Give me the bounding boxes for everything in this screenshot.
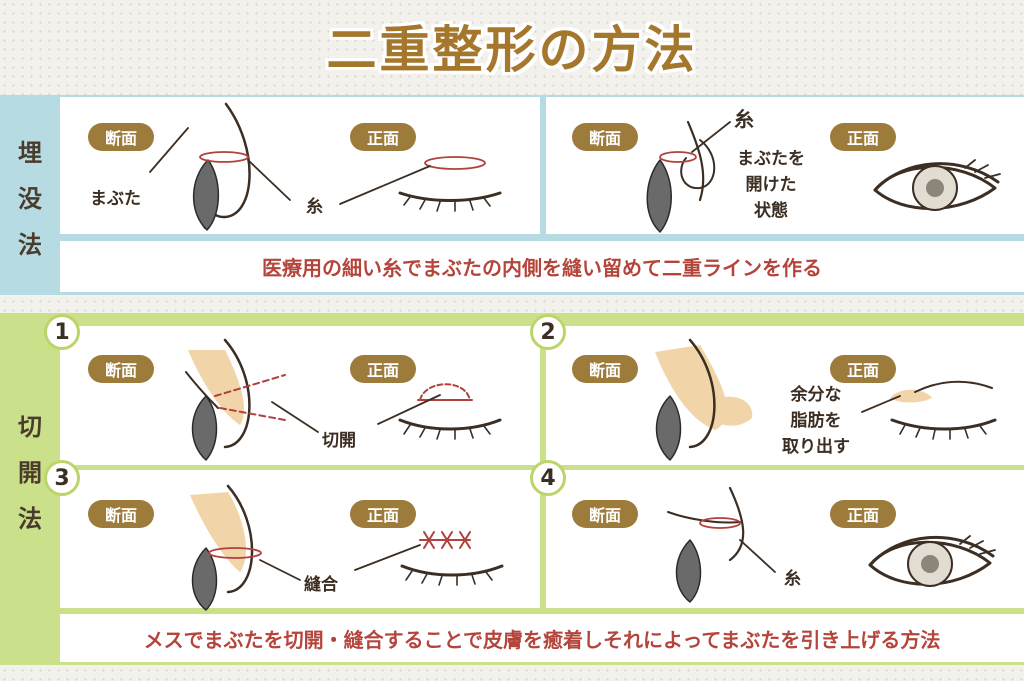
fat-removal-section-icon [655, 338, 753, 461]
front-label-pill: 正面 [830, 500, 896, 528]
final-front-eye-icon [868, 535, 996, 587]
cross-section-eye-icon [149, 102, 291, 231]
final-thread-section-icon [667, 486, 776, 603]
step-number-1: 1 [44, 314, 80, 350]
page-title: 二重整形の方法 [326, 21, 698, 79]
incision-description: メスでまぶたを切開・縫合することで皮膚を癒着しそれによってまぶたを引き上げる方法 [60, 614, 1024, 662]
burial-panel-1 [60, 97, 540, 234]
step-number-4: 4 [530, 460, 566, 496]
suture-front-eye-icon [354, 531, 504, 586]
open-eyelid-section-icon [646, 120, 731, 233]
section-label-pill: 断面 [572, 123, 638, 151]
thread-label: 糸 [734, 107, 754, 131]
front-label-pill: 正面 [830, 123, 896, 151]
front-label-pill: 正面 [350, 355, 416, 383]
step-number-2: 2 [530, 314, 566, 350]
burial-panel-2 [546, 97, 1024, 234]
section-label-pill: 断面 [88, 355, 154, 383]
open-state-label: まぶたを 開けた 状態 [737, 149, 805, 221]
suture-section-icon [190, 484, 301, 611]
incision-step-2-panel [546, 326, 1024, 465]
section-label-pill: 断面 [88, 123, 154, 151]
step-number-3: 3 [44, 460, 80, 496]
burial-side-label: 埋 没 法 [18, 139, 42, 259]
front-eye-thread-icon [339, 156, 502, 212]
incision-side-label: 切 開 法 [18, 413, 42, 533]
front-label-pill: 正面 [350, 500, 416, 528]
eyelid-label: まぶた [90, 189, 141, 209]
front-label-pill: 正面 [830, 355, 896, 383]
thread-label: 糸 [306, 197, 323, 217]
burial-description: 医療用の細い糸でまぶたの内側を縫い留めて二重ラインを作る [60, 241, 1024, 292]
section-label-pill: 断面 [572, 500, 638, 528]
front-label-pill: 正面 [350, 123, 416, 151]
section-label-pill: 断面 [572, 355, 638, 383]
section-label-pill: 断面 [88, 500, 154, 528]
suture-callout: 縫合 [304, 575, 338, 595]
open-front-eye-icon [873, 159, 1001, 211]
incision-callout: 切開 [322, 431, 356, 451]
incision-front-eye-icon [377, 383, 502, 440]
thread-callout: 糸 [784, 569, 801, 589]
fat-removal-callout: 余分な 脂肪を 取り出す [782, 385, 850, 457]
incision-section-icon [185, 338, 319, 461]
incision-step-1-panel [60, 326, 540, 465]
fat-removal-front-eye-icon [861, 380, 997, 440]
